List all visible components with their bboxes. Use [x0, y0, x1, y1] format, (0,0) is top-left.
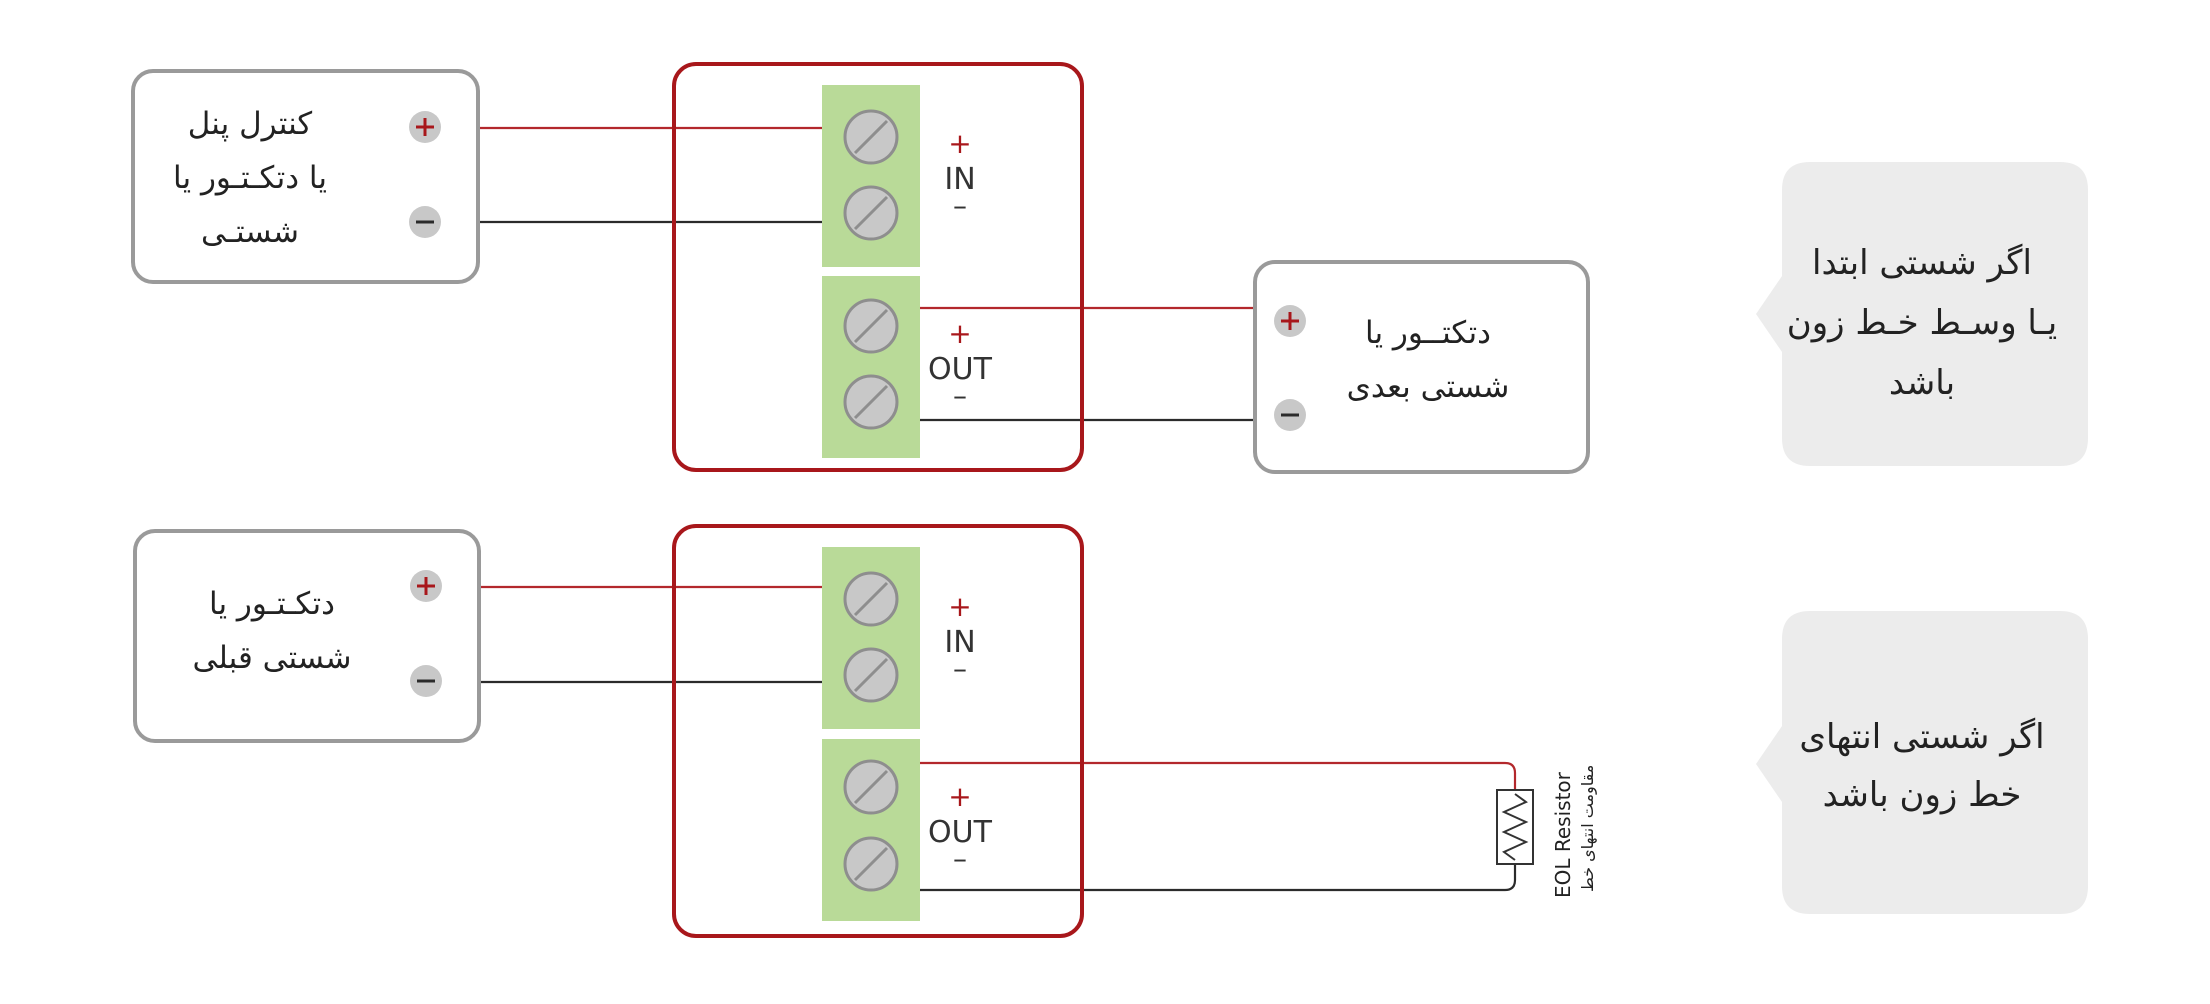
- resistor-label-fa: مقاومت انتهای خط: [1578, 765, 1598, 892]
- minus-icon: [410, 665, 442, 697]
- screw-icon: [843, 298, 899, 354]
- bottom-note-line-1: اگر شستی انتهای: [1799, 717, 2044, 757]
- top-note-line-1: اگر شستی ابتدا: [1812, 243, 2032, 283]
- top-note: اگر شستی ابتدا یـا وسـط خـط زون باشد: [1756, 162, 2088, 466]
- next-device-box: دتکتــور یا شستی بعدی: [1253, 260, 1590, 474]
- out-plus-label: +: [948, 317, 971, 350]
- out-minus-label: –: [953, 379, 967, 412]
- wire-bottom-out-negative: [920, 864, 1517, 892]
- out-minus-label: –: [953, 842, 967, 875]
- top-module: + IN – + OUT –: [672, 62, 1084, 472]
- next-device-line-1: دتکتــور یا: [1365, 315, 1491, 351]
- plus-icon: [410, 570, 442, 602]
- bottom-source-line-2: شستی قبلی: [193, 640, 352, 676]
- screw-icon: [843, 374, 899, 430]
- screw-icon: [843, 571, 899, 627]
- in-plus-label: +: [948, 590, 971, 623]
- bottom-note: اگر شستی انتهای خط زون باشد: [1756, 611, 2088, 914]
- screw-icon: [843, 759, 899, 815]
- top-source-line-2: یا دتکـتـور یا: [173, 160, 327, 196]
- in-label: IN: [944, 625, 975, 660]
- background-glow: [1671, 0, 2210, 55]
- in-minus-label: –: [953, 652, 967, 685]
- plus-icon: [1274, 305, 1306, 337]
- out-label: OUT: [928, 352, 993, 387]
- plus-icon: [409, 111, 441, 143]
- resistor-zigzag: [1501, 793, 1529, 861]
- bottom-module: + IN – + OUT –: [672, 524, 1084, 938]
- out-label: OUT: [928, 815, 993, 850]
- screw-icon: [843, 109, 899, 165]
- top-source-box: کنترل پنل یا دتکـتـور یا شستـی: [131, 69, 480, 284]
- bottom-source-line-1: دتکـتـور یا: [209, 586, 335, 622]
- bottom-source-box: دتکـتـور یا شستی قبلی: [133, 529, 481, 743]
- top-note-line-3: باشد: [1889, 363, 1955, 403]
- minus-icon: [409, 206, 441, 238]
- screw-icon: [843, 836, 899, 892]
- top-source-line-3: شستـی: [201, 214, 299, 250]
- bottom-note-line-2: خط زون باشد: [1823, 775, 2022, 815]
- in-plus-label: +: [948, 127, 971, 160]
- screw-icon: [843, 185, 899, 241]
- top-source-line-1: کنترل پنل: [188, 106, 313, 142]
- next-device-line-2: شستی بعدی: [1347, 369, 1510, 405]
- eol-resistor: EOL Resistor مقاومت انتهای خط: [1496, 765, 1598, 898]
- wire-bottom-out-positive: [920, 761, 1517, 790]
- top-note-line-2: یـا وسـط خـط زون: [1787, 303, 2057, 343]
- minus-icon: [1274, 399, 1306, 431]
- screw-icon: [843, 647, 899, 703]
- in-label: IN: [944, 162, 975, 197]
- resistor-label-en: EOL Resistor: [1551, 771, 1575, 898]
- in-minus-label: –: [953, 189, 967, 222]
- out-plus-label: +: [948, 780, 971, 813]
